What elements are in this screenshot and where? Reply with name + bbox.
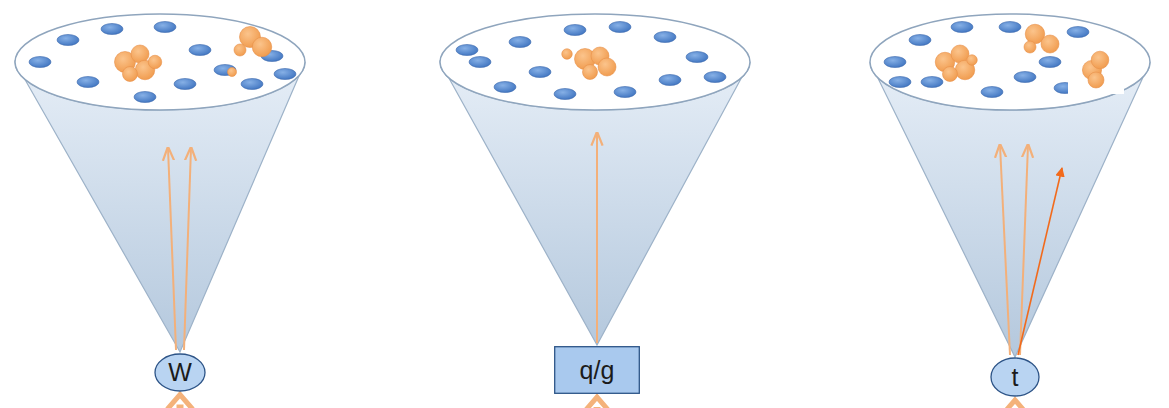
cone-top [440, 14, 750, 110]
jet-cone [15, 14, 305, 352]
particle-dot [614, 87, 636, 98]
hadron-blob [252, 37, 272, 57]
parton-arrow [596, 133, 598, 343]
particle-dot [214, 65, 236, 76]
particle-dot [77, 77, 99, 88]
hadron-blob [148, 55, 162, 69]
hadron-blob [1024, 41, 1036, 53]
arrow-head [1003, 400, 1027, 408]
arrow-head [168, 395, 192, 408]
hadron-blob [123, 67, 138, 82]
particle-dot [134, 92, 156, 103]
particle-dot [609, 22, 631, 33]
incoming-arrow [168, 395, 192, 408]
particle-dot [554, 89, 576, 100]
parton-arrow [1018, 168, 1062, 355]
hadron-blob [598, 58, 616, 76]
particle-dot [654, 32, 676, 43]
parton-arrow [184, 148, 191, 350]
particle-dot [189, 45, 211, 56]
particle-dot [564, 25, 586, 36]
hadron-blob [1091, 51, 1109, 69]
jet-cone [440, 14, 750, 345]
particle-dot [29, 57, 51, 68]
cone-top [870, 14, 1150, 110]
particle-dot [889, 77, 911, 88]
particle-dot [1014, 72, 1036, 83]
white-patch [1068, 44, 1124, 94]
node-label: t [1012, 365, 1019, 390]
hadron-blob [1088, 72, 1104, 88]
particle-dot [981, 87, 1003, 98]
hadron-blob [583, 65, 598, 80]
particle-dot [951, 22, 973, 33]
particle-dot [101, 24, 123, 35]
hadron-blob [967, 55, 978, 66]
hadron-blob [562, 49, 573, 60]
hadron-blob [943, 67, 958, 82]
incoming-arrow [585, 397, 609, 408]
particle-dot [999, 22, 1021, 33]
particle-dot [1039, 57, 1061, 68]
parton-arrow [1020, 145, 1028, 355]
particle-dot [274, 69, 296, 80]
incoming-arrow [1003, 400, 1027, 408]
node-shape [155, 354, 205, 391]
particle-dot [659, 75, 681, 86]
particle-dot [909, 35, 931, 46]
hadron-blob [1041, 35, 1059, 53]
parton-arrow [1000, 145, 1010, 355]
particle-dot [686, 52, 708, 63]
parton-box: q/g [554, 346, 640, 394]
particle-dot [1067, 27, 1089, 38]
arrow-head [585, 397, 609, 408]
node-shape [555, 347, 640, 394]
node-shape [991, 358, 1039, 396]
particle-dot [241, 79, 263, 90]
particle-circle: W [154, 353, 206, 392]
particle-circle: t [990, 357, 1040, 397]
particle-dot [704, 72, 726, 83]
particle-dot [529, 67, 551, 78]
particle-dot [456, 45, 478, 56]
jet-cone [870, 14, 1150, 357]
particle-dot [57, 35, 79, 46]
particle-dot [921, 77, 943, 88]
arrow-shaft [177, 405, 184, 408]
parton-arrow [168, 148, 176, 350]
particle-dot [884, 57, 906, 68]
node-label: W [168, 360, 192, 385]
hadron-blob [228, 68, 237, 77]
particle-dot [494, 82, 516, 93]
particle-dot [469, 57, 491, 68]
particle-dot [154, 22, 176, 33]
cone-top [15, 14, 305, 110]
arrow-shaft [594, 407, 601, 408]
node-label: q/g [580, 358, 615, 383]
hadron-blob [234, 44, 246, 56]
particle-dot [174, 79, 196, 90]
particle-dot [509, 37, 531, 48]
